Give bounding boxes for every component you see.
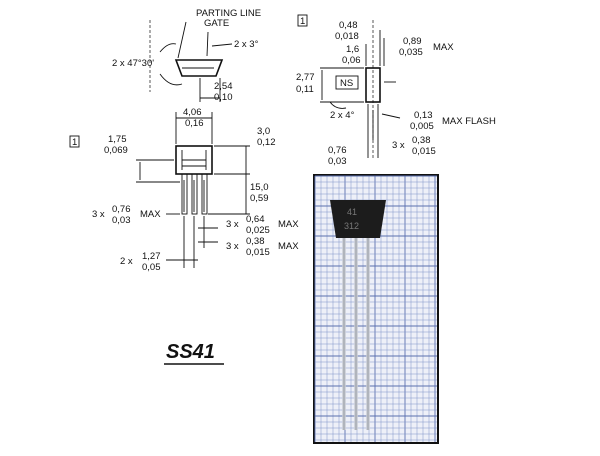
dim-1-75-in: 0,069 xyxy=(104,145,128,156)
dim-1-6-mm: 1,6 xyxy=(346,44,359,55)
dim-0-38b-in: 0,015 xyxy=(412,146,436,157)
max-flash-note: MAX FLASH xyxy=(442,116,496,127)
dim-0-38-max: MAX xyxy=(278,241,299,252)
sensor-body xyxy=(330,200,386,238)
dim-0-76-mm: 0,76 xyxy=(112,204,131,215)
dim-0-64-max: MAX xyxy=(278,219,299,230)
dim-0-13-in: 0,005 xyxy=(410,121,434,132)
dim-15-0-in: 0,59 xyxy=(250,193,269,204)
dim-0-76b-mm: 0,76 xyxy=(328,145,347,156)
dim-0-64-prefix: 3 x xyxy=(226,219,239,230)
sensor-marking-line1: 41 xyxy=(347,207,357,217)
dim-4-06-in: 0,16 xyxy=(185,118,204,129)
view-mark-right: 1 xyxy=(300,16,305,27)
dim-2-77-in: 0,11 xyxy=(296,84,314,95)
front-view: 1 4,06 0,16 3,0 0, xyxy=(69,107,299,273)
dim-4-06-mm: 4,06 xyxy=(183,107,202,118)
sensor-marking-line2: 312 xyxy=(344,221,359,231)
dim-0-76b-in: 0,03 xyxy=(328,156,347,167)
dim-0-13-mm: 0,13 xyxy=(414,110,433,121)
package-side-outline xyxy=(174,59,224,77)
dim-2-77-mm: 2,77 xyxy=(296,72,315,83)
dim-angle-3deg: 2 x 3° xyxy=(234,39,259,50)
dim-15-0-mm: 15,0 xyxy=(250,182,269,193)
dim-1-27-prefix: 2 x xyxy=(120,256,133,267)
dim-0-76-in: 0,03 xyxy=(112,215,131,226)
dim-3-0-in: 0,12 xyxy=(257,137,276,148)
parting-line-label: PARTING LINE xyxy=(196,8,261,19)
gate-label: GATE xyxy=(204,18,229,29)
dim-0-38b-prefix: 3 x xyxy=(392,140,405,151)
dim-0-64-mm: 0,64 xyxy=(246,214,265,225)
front-leads xyxy=(181,173,208,215)
dim-1-6-in: 0,06 xyxy=(342,55,361,66)
dim-2-54-mm: 2,54 xyxy=(214,81,233,92)
view-mark-left: 1 xyxy=(72,137,77,148)
part-title: SS41 xyxy=(166,341,215,363)
dim-0-38-prefix: 3 x xyxy=(226,241,239,252)
ns-marking: NS xyxy=(340,78,353,89)
dim-0-89-max: MAX xyxy=(433,42,454,53)
dim-0-64-in: 0,025 xyxy=(246,225,270,236)
dim-0-76-prefix: 3 x xyxy=(92,209,105,220)
dim-0-38-in: 0,015 xyxy=(246,247,270,258)
dim-1-75-mm: 1,75 xyxy=(108,134,127,145)
dim-2-54-in: 0,10 xyxy=(214,92,233,103)
dim-1-27-in: 0,05 xyxy=(142,262,161,273)
dim-0-89-mm: 0,89 xyxy=(403,36,422,47)
dim-0-48-in: 0,018 xyxy=(335,31,359,42)
dim-1-27-mm: 1,27 xyxy=(142,251,161,262)
side-view-top-left: PARTING LINE GATE 2 x 3° 2 x 47°30' 2,54… xyxy=(112,8,261,103)
photo-leads xyxy=(342,236,370,430)
dim-0-38-mm: 0,38 xyxy=(246,236,265,247)
dim-0-48-mm: 0,48 xyxy=(339,20,358,31)
component-photo: 41 312 xyxy=(313,174,439,444)
dim-3-0-mm: 3,0 xyxy=(257,126,270,137)
side-view-top-right: 1 NS 0,48 0,018 1,6 0,06 0,89 0,035 MAX … xyxy=(296,14,496,167)
dim-0-38b-mm: 0,38 xyxy=(412,135,431,146)
ns-marking-box xyxy=(335,75,359,90)
dim-0-76-max: MAX xyxy=(140,209,161,220)
dim-angle-47deg: 2 x 47°30' xyxy=(112,58,154,69)
dim-angle-4deg: 2 x 4° xyxy=(330,110,355,121)
dim-0-89-in: 0,035 xyxy=(399,47,423,58)
